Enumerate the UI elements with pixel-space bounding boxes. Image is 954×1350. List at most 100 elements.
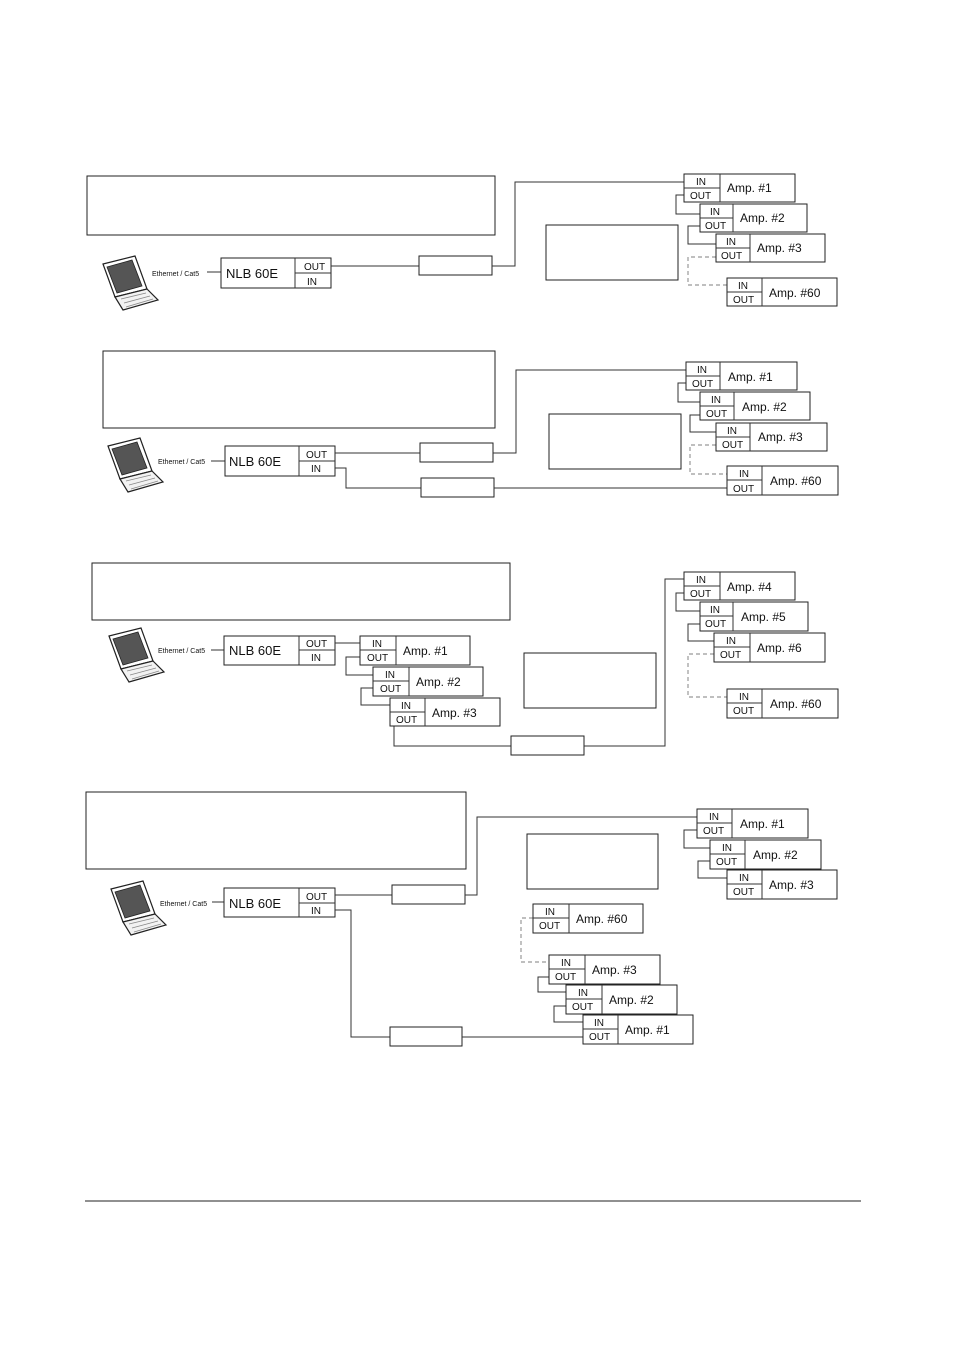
- amp-label: Amp. #60: [576, 912, 628, 926]
- amp-unit-3: IN OUT Amp. #3: [389, 697, 501, 727]
- amp-in-label: IN: [594, 1018, 604, 1029]
- amp-out-label: OUT: [733, 887, 754, 898]
- note-box: [545, 224, 679, 281]
- amp-out-label: OUT: [555, 972, 576, 983]
- amp-out-label: OUT: [733, 484, 754, 495]
- amp-in-label: IN: [726, 636, 736, 647]
- amp-label: Amp. #3: [769, 878, 814, 892]
- amp-out-label: OUT: [692, 379, 713, 390]
- amp-unit-2: IN OUT Amp. #2: [699, 203, 808, 233]
- amp-in-label: IN: [401, 701, 411, 712]
- amp-label: Amp. #1: [727, 181, 772, 195]
- controller-label: NLB 60E: [229, 454, 281, 469]
- amp-in-label: IN: [710, 605, 720, 616]
- amp-unit-1: IN OUT Amp. #1: [582, 1014, 694, 1045]
- amp-in-label: IN: [710, 207, 720, 218]
- amp-label: Amp. #3: [592, 963, 637, 977]
- cable-tag-box: [418, 255, 493, 276]
- amp-in-label: IN: [722, 843, 732, 854]
- amp-unit-4: IN OUT Amp. #4: [683, 571, 796, 601]
- amp-in-label: IN: [696, 177, 706, 188]
- amp-label: Amp. #3: [758, 430, 803, 444]
- port-in-label: IN: [307, 277, 317, 288]
- amp-unit-3: IN OUT Amp. #3: [548, 954, 661, 985]
- cable-label: Ethernet / Cat5: [152, 271, 199, 278]
- amp-unit-3: IN OUT Amp. #3: [726, 869, 838, 900]
- amp-unit-3: IN OUT Amp. #3: [715, 233, 826, 263]
- amp-unit-1: IN OUT Amp. #1: [683, 173, 796, 203]
- amp-label: Amp. #6: [757, 641, 802, 655]
- amp-in-label: IN: [739, 692, 749, 703]
- amp-unit-60: IN OUT Amp. #60: [726, 277, 838, 307]
- amp-in-label: IN: [545, 907, 555, 918]
- description-box: [86, 175, 496, 236]
- amp-unit-2: IN OUT Amp. #2: [372, 666, 484, 697]
- amp-label: Amp. #2: [740, 211, 785, 225]
- cable-tag-box: [419, 442, 494, 463]
- amp-in-label: IN: [385, 670, 395, 681]
- amp-unit-1: IN OUT Amp. #1: [696, 808, 809, 839]
- amp-unit-3: IN OUT Amp. #3: [715, 422, 828, 452]
- amp-label: Amp. #2: [609, 993, 654, 1007]
- laptop-icon: [102, 255, 159, 311]
- amp-out-label: OUT: [705, 619, 726, 630]
- description-box: [91, 562, 511, 621]
- note-box: [523, 652, 657, 709]
- amp-unit-2: IN OUT Amp. #2: [709, 839, 822, 870]
- controller-unit: NLB 60E OUT IN: [223, 887, 336, 918]
- amp-in-label: IN: [709, 812, 719, 823]
- note-box: [548, 413, 682, 470]
- amp-out-label: OUT: [733, 295, 754, 306]
- amp-unit-60: IN OUT Amp. #60: [532, 903, 644, 934]
- section-1: Ethernet / Cat5 NLB 60E OUT IN IN OUT Am…: [86, 173, 838, 311]
- port-in-label: IN: [311, 653, 321, 664]
- cable-tag-box: [510, 735, 585, 756]
- amp-in-label: IN: [696, 575, 706, 586]
- section-3: Ethernet / Cat5 NLB 60E OUT IN IN OUT Am…: [91, 562, 839, 756]
- amp-label: Amp. #60: [770, 474, 822, 488]
- controller-label: NLB 60E: [229, 896, 281, 911]
- amp-unit-6: IN OUT Amp. #6: [713, 632, 826, 663]
- amp-label: Amp. #60: [770, 697, 822, 711]
- amp-label: Amp. #3: [757, 241, 802, 255]
- controller-label: NLB 60E: [229, 643, 281, 658]
- amp-in-label: IN: [561, 958, 571, 969]
- amp-unit-60: IN OUT Amp. #60: [726, 688, 839, 719]
- amp-in-label: IN: [711, 395, 721, 406]
- cable-tag-box: [420, 477, 495, 498]
- port-out-label: OUT: [306, 639, 327, 650]
- port-out-label: OUT: [306, 450, 327, 461]
- amp-label: Amp. #60: [769, 286, 821, 300]
- port-out-label: OUT: [304, 262, 325, 273]
- amp-in-label: IN: [738, 281, 748, 292]
- amp-unit-2: IN OUT Amp. #2: [565, 984, 678, 1015]
- controller-unit: NLB 60E OUT IN: [220, 257, 332, 289]
- section-4: Ethernet / Cat5 NLB 60E OUT IN IN OUT Am…: [85, 791, 838, 1047]
- amp-out-label: OUT: [380, 684, 401, 695]
- amp-unit-5: IN OUT Amp. #5: [699, 601, 809, 632]
- amp-label: Amp. #1: [728, 370, 773, 384]
- laptop-icon: [107, 437, 164, 493]
- amp-out-label: OUT: [690, 589, 711, 600]
- amp-out-label: OUT: [367, 653, 388, 664]
- port-out-label: OUT: [306, 892, 327, 903]
- laptop-icon: [108, 627, 165, 683]
- amp-in-label: IN: [739, 469, 749, 480]
- controller-unit: NLB 60E OUT IN: [224, 445, 336, 477]
- amp-out-label: OUT: [733, 706, 754, 717]
- cable-tag-box: [389, 1026, 463, 1047]
- amp-in-label: IN: [372, 639, 382, 650]
- amp-out-label: OUT: [720, 650, 741, 661]
- amp-unit-1: IN OUT Amp. #1: [359, 635, 471, 666]
- amp-label: Amp. #2: [753, 848, 798, 862]
- amp-label: Amp. #2: [742, 400, 787, 414]
- amp-unit-2: IN OUT Amp. #2: [699, 391, 811, 421]
- amp-out-label: OUT: [572, 1002, 593, 1013]
- laptop-icon: [110, 880, 167, 936]
- amp-out-label: OUT: [722, 440, 743, 451]
- amp-in-label: IN: [578, 988, 588, 999]
- controller-unit: NLB 60E OUT IN: [223, 635, 336, 666]
- cable-label: Ethernet / Cat5: [158, 648, 205, 655]
- amp-out-label: OUT: [721, 251, 742, 262]
